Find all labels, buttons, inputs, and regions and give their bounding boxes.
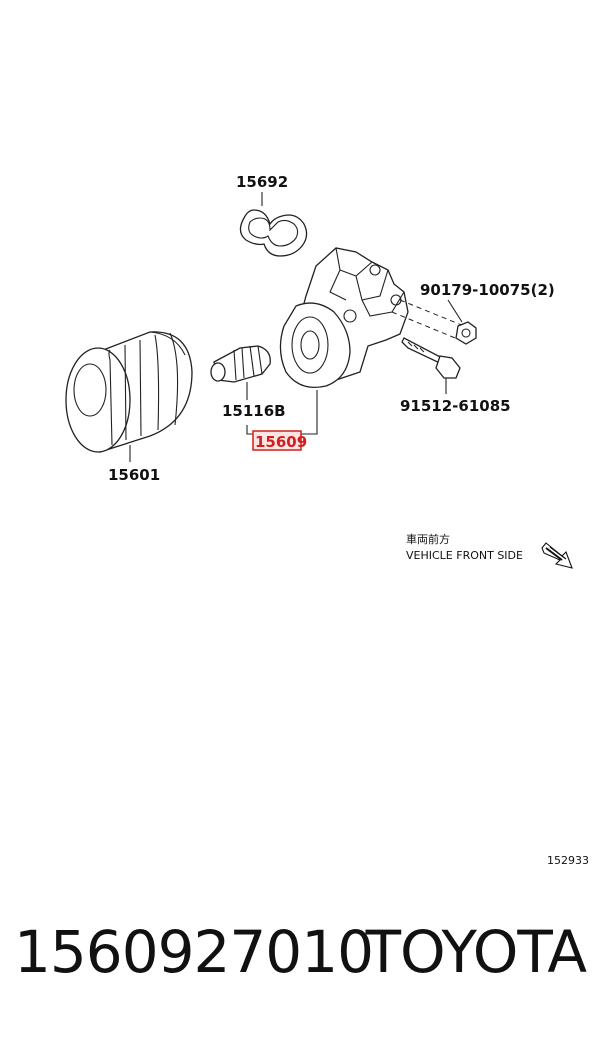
- label-15601[interactable]: 15601: [108, 466, 160, 484]
- direction-arrow-icon: [541, 542, 573, 569]
- footer-part-number: 1560927010: [14, 918, 374, 986]
- oil-filter-bracket[interactable]: [279, 247, 409, 389]
- oil-filter-15601[interactable]: [65, 331, 193, 453]
- direction-note-jp: 車両前方: [406, 532, 450, 546]
- illustration-ref: 152933: [547, 854, 589, 867]
- nut-90179[interactable]: [455, 321, 477, 345]
- label-15609[interactable]: 15609: [255, 433, 307, 451]
- footer-brand: TOYOTA: [365, 918, 587, 986]
- union-bolt-15116b[interactable]: [210, 345, 271, 383]
- direction-note-en: VEHICLE FRONT SIDE: [406, 549, 523, 562]
- label-91512[interactable]: 91512-61085: [400, 397, 511, 415]
- dashed-alignment-90179: [399, 299, 465, 327]
- label-15116b[interactable]: 15116B: [222, 402, 286, 420]
- dashed-alignment-90179b: [391, 311, 461, 341]
- footer: 1560927010 TOYOTA: [0, 918, 600, 1028]
- label-15692[interactable]: 15692: [236, 173, 288, 191]
- leader-90179: [447, 299, 463, 323]
- highlight-box-15609: [252, 430, 302, 451]
- label-90179[interactable]: 90179-10075(2): [420, 281, 555, 299]
- bolt-91512[interactable]: [401, 337, 461, 379]
- gasket-15692[interactable]: [239, 209, 308, 257]
